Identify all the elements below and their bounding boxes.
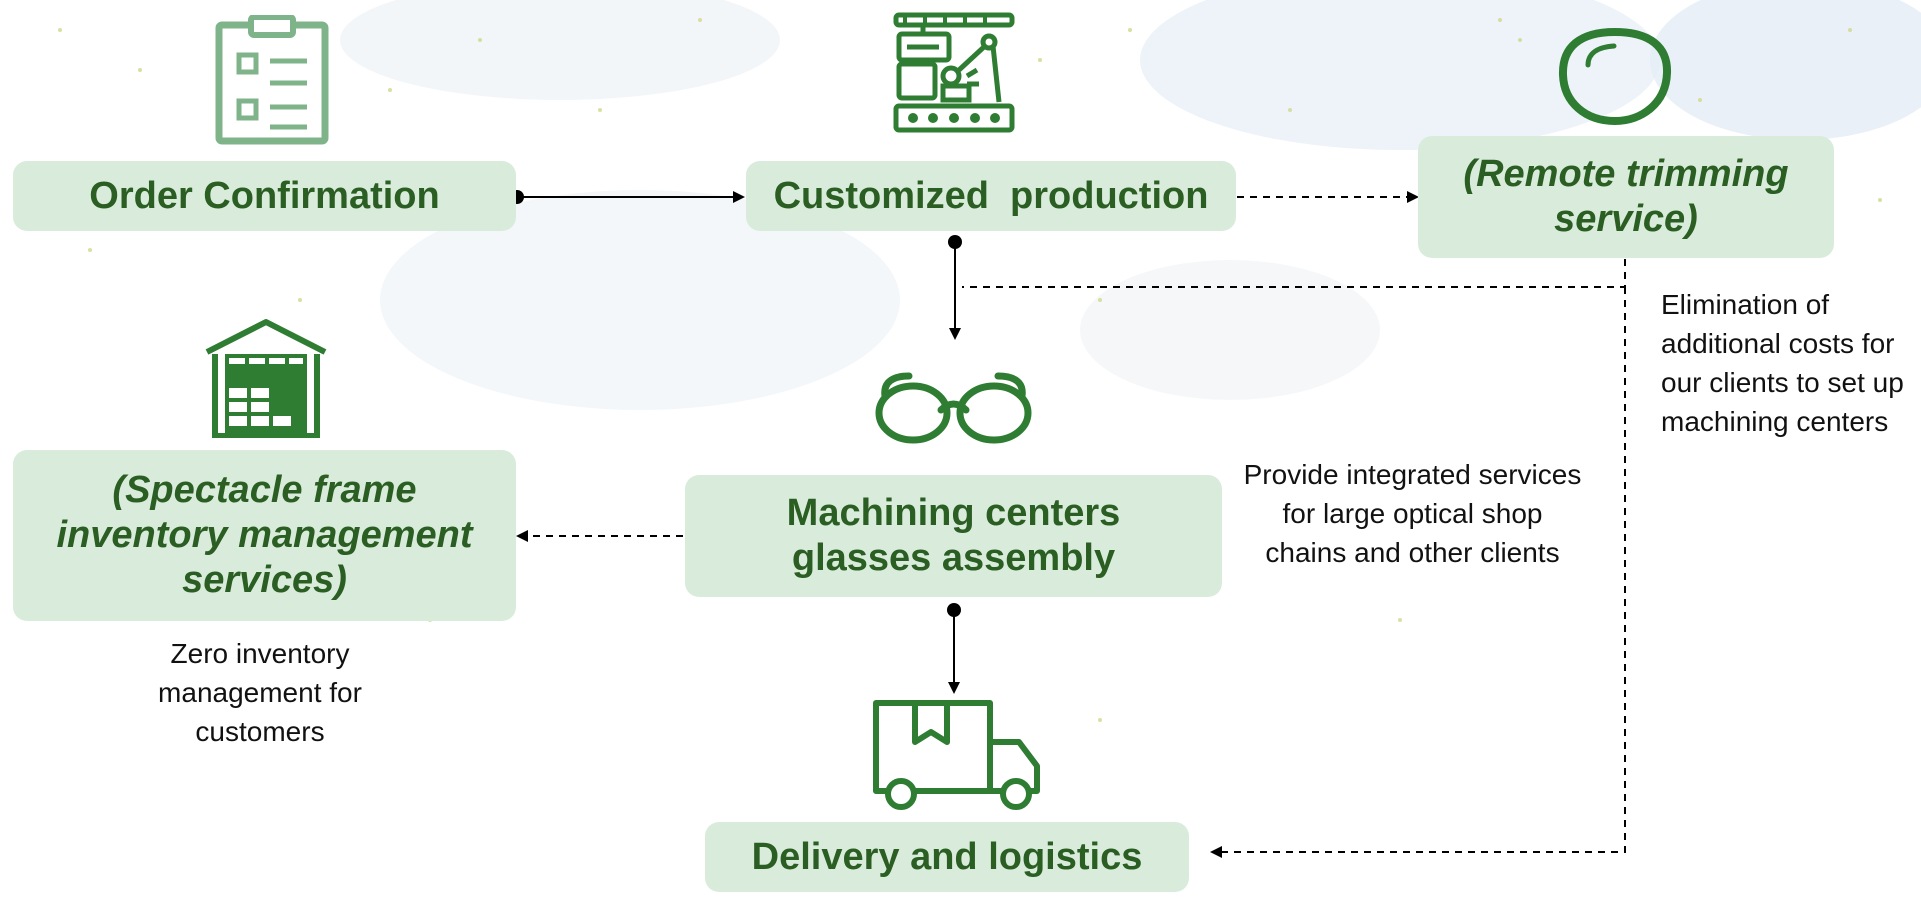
clipboard-checklist-icon: [215, 15, 329, 145]
node-customized-production: Customized production: [746, 161, 1236, 231]
node-delivery-logistics: Delivery and logistics: [705, 822, 1189, 892]
node-order-confirmation: Order Confirmation: [13, 161, 516, 231]
node-label: (Spectacle frame inventory management se…: [56, 469, 473, 601]
glasses-icon: [875, 372, 1032, 444]
arrow-order-to-production: [510, 190, 745, 204]
note-machining: Provide integrated services for large op…: [1243, 459, 1582, 568]
node-spectacle-frame-inventory: (Spectacle frame inventory management se…: [13, 450, 516, 621]
arrow-trimming-to-delivery: [1210, 287, 1626, 858]
node-remote-trimming-service: (Remote trimming service): [1418, 136, 1834, 258]
node-label: Customized production: [773, 174, 1209, 217]
node-label: (Remote trimming service): [1463, 153, 1789, 240]
lens-icon: [1558, 27, 1672, 126]
node-label-line2: glasses assembly: [791, 537, 1116, 579]
warehouse-icon: [205, 319, 327, 438]
node-label: Order Confirmation: [89, 174, 440, 217]
node-label-line1: Machining centers: [786, 492, 1121, 534]
note-trimming: Elimination of additional costs for our …: [1661, 289, 1904, 437]
arrow-machining-to-delivery: [947, 603, 961, 694]
dashed-line-trimming-to-production: [962, 259, 1626, 288]
factory-robot-arm-icon: [893, 12, 1015, 133]
delivery-truck-icon: [873, 700, 1040, 810]
note-inventory: Zero inventory management for customers: [158, 638, 362, 747]
node-label: Delivery and logistics: [751, 835, 1143, 878]
arrow-production-to-machining: [948, 235, 962, 340]
node-machining-centers-assembly: Machining centers glasses assembly: [685, 475, 1222, 597]
